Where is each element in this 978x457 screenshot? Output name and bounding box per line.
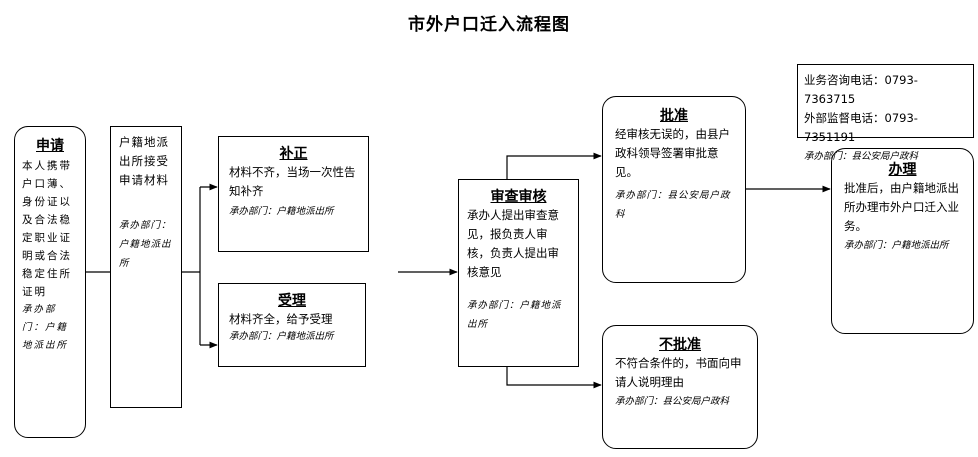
supervision-phone-label: 外部监督电话： [804,111,885,125]
contact-line1: 业务咨询电话：0793-7363715 [804,71,967,109]
accept-dept: 承办部门：户籍地派出所 [229,331,334,342]
accept-heading: 受理 [278,293,306,309]
accept-box: 受理 材料齐全，给予受理 承办部门：户籍地派出所 [218,283,366,367]
supervision-phone-value: 0793- 7351191 [804,111,918,144]
police-station-body: 户籍地派出所接受申请材料 [119,135,169,187]
contact-box: 业务咨询电话：0793-7363715 外部监督电话：0793- 7351191… [797,64,974,162]
contact-dept: 承办部门：县公安局户政科 [804,151,919,162]
contact-line2: 外部监督电话：0793- 7351191 [804,109,967,147]
police-station-dept: 承办部门：户籍地派出所 [119,220,172,269]
review-heading: 审查审核 [490,189,547,205]
reject-box: 不批准 不符合条件的，书面向申请人说明理由 承办部门：县公安局户政科 [602,325,758,449]
police-station-box: 户籍地派出所接受申请材料 承办部门：户籍地派出所 [110,126,182,408]
arrow-to-reject [506,367,602,389]
review-dept: 承办部门：户籍地派出所 [467,300,562,330]
apply-box: 申请 本人携带户口薄、身份证以及合法稳定职业证明或合法稳定住所证明 承办部门：户… [14,126,86,438]
supplement-box: 补正 材料不齐，当场一次性告知补齐 承办部门：户籍地派出所 [218,136,369,252]
review-box: 审查审核 承办人提出审查意见，报负责人审核，负责人提出审核意见 承办部门：户籍地… [458,179,579,367]
handle-box: 办理 批准后，由户籍地派出所办理市外户口迁入业务。 承办部门：户籍地派出所 [831,148,974,334]
consult-phone-value: 0793-7363715 [804,73,918,106]
review-body: 承办人提出审查意见，报负责人审核，负责人提出审核意见 [467,208,559,279]
reject-body: 不符合条件的，书面向申请人说明理由 [615,356,742,389]
page-title: 市外户口迁入流程图 [408,15,570,35]
reject-dept: 承办部门：县公安局户政科 [615,396,730,407]
arrow-to-approve [506,152,602,179]
handle-body: 批准后，由户籍地派出所办理市外户口迁入业务。 [844,181,959,233]
approve-box: 批准 经审核无误的，由县户政科领导签署审批意见。 承办部门：县公安局户政科 [602,96,746,283]
supplement-body: 材料不齐，当场一次性告知补齐 [229,165,356,198]
apply-body: 本人携带户口薄、身份证以及合法稳定职业证明或合法稳定住所证明 [22,160,72,298]
accept-body: 材料齐全，给予受理 [229,312,333,326]
supplement-dept: 承办部门：户籍地派出所 [229,206,334,217]
reject-heading: 不批准 [659,337,701,353]
consult-phone-label: 业务咨询电话： [804,73,885,87]
supplement-heading: 补正 [279,146,308,162]
approve-dept: 承办部门：县公安局户政科 [615,190,731,220]
approve-heading: 批准 [660,108,688,124]
apply-dept: 承办部门：户籍地派出所 [22,304,69,351]
handle-dept: 承办部门：户籍地派出所 [844,240,949,251]
handle-heading: 办理 [888,162,917,178]
approve-body: 经审核无误的，由县户政科领导签署审批意见。 [615,127,730,179]
apply-heading: 申请 [36,138,64,154]
